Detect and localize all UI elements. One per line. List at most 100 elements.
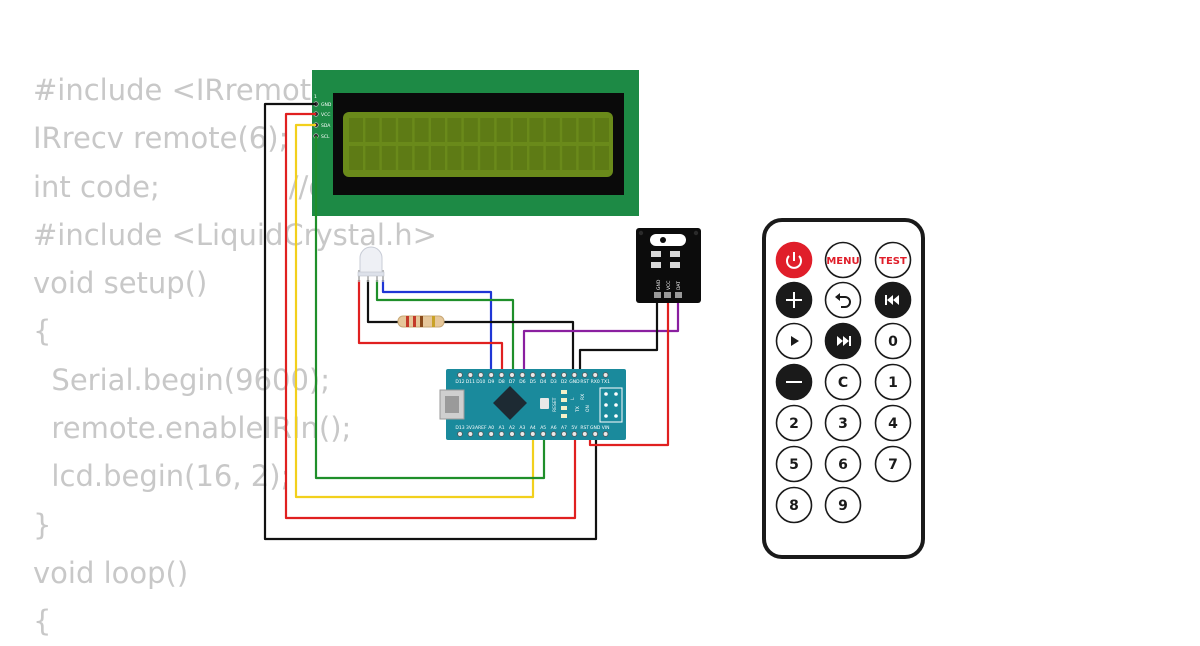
arduino-pin[interactable] [467, 431, 474, 437]
arduino-pin[interactable] [477, 372, 484, 378]
remote-button-six[interactable]: 6 [824, 445, 862, 483]
arduino-pin[interactable] [509, 431, 515, 437]
arduino-pin[interactable] [467, 372, 474, 378]
lcd-screen [343, 112, 613, 177]
remote-button-label: 1 [888, 375, 898, 391]
lcd-char-cell [398, 146, 413, 170]
remote-button-label: C [838, 375, 848, 391]
remote-button-three[interactable]: 3 [824, 404, 862, 442]
wire-ir-purple[interactable] [522, 297, 680, 376]
arduino-pin[interactable] [550, 431, 557, 437]
lcd-char-cell [447, 146, 462, 170]
arduino-pin[interactable] [602, 431, 609, 437]
arduino-pin-label: D8 [498, 379, 504, 385]
arduino-pin[interactable] [540, 372, 546, 378]
remote-button-clear[interactable]: C [824, 363, 862, 401]
remote-button-label: 6 [838, 457, 848, 473]
lcd-char-cell [496, 118, 511, 142]
remote-button-four[interactable]: 4 [874, 404, 912, 442]
arduino-pin-label: A4 [530, 425, 536, 431]
lcd-char-cell [447, 118, 462, 142]
remote-button-nine[interactable]: 9 [824, 486, 862, 524]
remote-button-play[interactable] [775, 322, 813, 360]
wire-sda-yellow[interactable] [294, 123, 535, 499]
arduino-pin[interactable] [509, 372, 515, 378]
code-line: IRrecv remote(6); [33, 121, 289, 156]
remote-button-eight[interactable]: 8 [775, 486, 813, 524]
remote-button-two[interactable]: 2 [775, 404, 813, 442]
reset-button[interactable] [540, 398, 549, 409]
arduino-pin-label: RX0 [591, 379, 600, 385]
remote-button-test[interactable]: TEST [874, 241, 912, 279]
wire-gnd-black[interactable] [263, 102, 598, 541]
arduino-pin[interactable] [550, 372, 557, 378]
lcd-char-cell [381, 118, 396, 142]
arduino-pin[interactable] [581, 431, 588, 437]
arduino-pin[interactable] [519, 372, 526, 378]
remote-button-one[interactable]: 1 [874, 363, 912, 401]
arduino-pin[interactable] [529, 372, 536, 378]
rewind-icon [885, 295, 899, 305]
remote-button-minus[interactable] [775, 363, 813, 401]
code-line: #include <LiquidCrystal.h> [33, 217, 437, 252]
ir-pin-label: VCC [666, 281, 672, 290]
remote-button-next[interactable] [824, 322, 862, 360]
arduino-pin[interactable] [519, 431, 526, 437]
rgb-led[interactable] [357, 246, 385, 282]
remote-button-plus[interactable] [775, 281, 813, 319]
arduino-pin[interactable] [571, 372, 578, 378]
lcd-char-cell [513, 146, 527, 170]
lcd-char-cell [414, 146, 429, 170]
arduino-pin-label: GND [590, 425, 601, 431]
arduino-pin[interactable] [457, 372, 463, 378]
arduino-pin[interactable] [488, 431, 495, 437]
remote-button-five[interactable]: 5 [775, 445, 813, 483]
wires [263, 102, 680, 541]
arduino-pin[interactable] [457, 431, 463, 437]
wire-ir-black[interactable] [578, 297, 659, 376]
arduino-pin[interactable] [488, 372, 495, 378]
wire-scl-green[interactable] [314, 136, 546, 480]
arduino-pin[interactable] [529, 431, 536, 437]
arduino-pin-label: GND [569, 379, 580, 385]
arduino-pin[interactable] [477, 431, 484, 437]
arduino-pin[interactable] [561, 431, 567, 437]
lcd-char-cell [529, 146, 544, 170]
remote-button-seven[interactable]: 7 [874, 445, 912, 483]
wire-led-green[interactable] [375, 280, 515, 376]
remote-button-zero[interactable]: 0 [874, 322, 912, 360]
wire-vcc-red[interactable] [284, 112, 577, 520]
arduino-pin-label: D11 [466, 379, 475, 385]
arduino-pin[interactable] [571, 431, 578, 437]
remote-button-back[interactable] [824, 281, 862, 319]
arduino-pin[interactable] [581, 372, 588, 378]
lcd-module[interactable]: 1 GND VCC SDA SCL [312, 70, 639, 216]
arduino-pin[interactable] [592, 372, 598, 378]
remote-button-power[interactable] [775, 241, 813, 279]
wire-led-blue[interactable] [381, 280, 493, 376]
arduino-pin[interactable] [602, 372, 609, 378]
arduino-pin-label: D4 [540, 379, 546, 385]
arduino-pin[interactable] [498, 372, 505, 378]
arduino-pin-label: AREF [475, 425, 487, 431]
arduino-pin[interactable] [540, 431, 546, 437]
arduino-pin[interactable] [498, 431, 505, 437]
wire-led-black[interactable] [366, 280, 575, 376]
lcd-char-cell [414, 118, 429, 142]
lcd-char-cell [365, 118, 380, 142]
remote-button-label: 8 [789, 498, 799, 514]
arduino-pin[interactable] [561, 372, 567, 378]
mcu-chip [493, 386, 527, 420]
resistor[interactable] [397, 315, 445, 328]
wire-led-red[interactable] [357, 280, 504, 376]
arduino-pin-label: D10 [476, 379, 485, 385]
lcd-char-cell [595, 146, 609, 170]
lcd-char-cell [529, 118, 544, 142]
arduino-pin[interactable] [592, 431, 598, 437]
remote-button-prev[interactable] [874, 281, 912, 319]
remote-button-menu[interactable]: MENU [824, 241, 862, 279]
ir-receiver-module[interactable]: GND VCC DAT [636, 228, 701, 303]
arduino-pin-label: RST [580, 425, 589, 431]
